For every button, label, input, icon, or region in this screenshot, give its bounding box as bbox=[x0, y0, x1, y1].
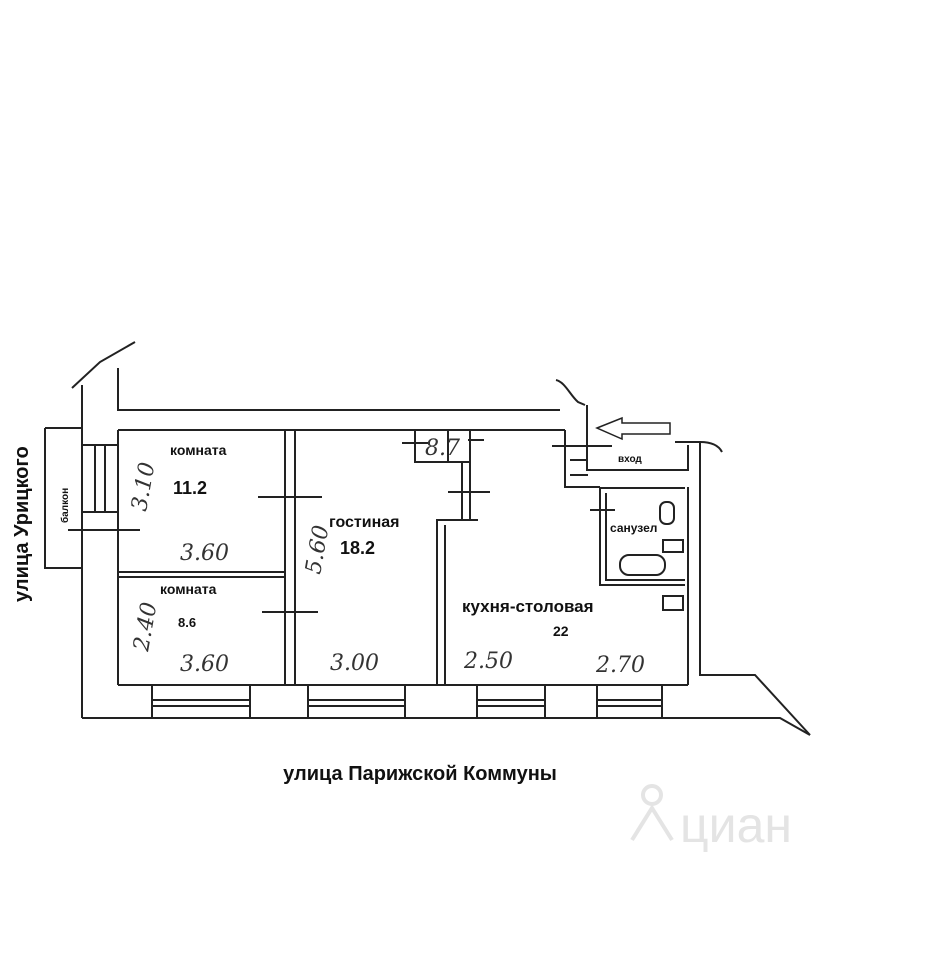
bathroom-label: санузел bbox=[610, 521, 657, 535]
living-room-area: 18.2 bbox=[340, 538, 375, 558]
dim-living-width: 3.00 bbox=[330, 651, 379, 676]
entrance-arrow-icon bbox=[595, 416, 671, 441]
balcony-label: балкон bbox=[59, 488, 71, 523]
dim-room1-length: 3.60 bbox=[180, 541, 229, 566]
room-1-area: 11.2 bbox=[173, 478, 207, 498]
room-1-name: комната bbox=[170, 442, 227, 458]
room-2-area: 8.6 bbox=[178, 615, 196, 630]
dim-room1-width: 3.10 bbox=[127, 460, 160, 513]
entrance-label: вход bbox=[618, 454, 642, 465]
dim-kitchen-b: 2.70 bbox=[595, 653, 645, 678]
room-2-name: комната bbox=[160, 581, 217, 597]
dim-kitchen-a: 2.50 bbox=[463, 649, 513, 674]
kitchen-area: 22 bbox=[553, 623, 569, 639]
dim-room2-width: 2.40 bbox=[129, 600, 162, 654]
kitchen-name: кухня-столовая bbox=[462, 597, 594, 616]
street-bottom-label: улица Парижской Коммуны bbox=[283, 763, 557, 785]
living-room-name: гостиная bbox=[329, 514, 399, 531]
dim-room2-length: 3.60 bbox=[180, 652, 229, 677]
watermark: циан bbox=[630, 784, 792, 853]
dim-living-length: 5.60 bbox=[301, 523, 334, 576]
closet-dim: 8.7 bbox=[425, 436, 460, 461]
street-left-label: улица Урицкого bbox=[11, 446, 33, 602]
walls bbox=[44, 341, 811, 736]
svg-text:циан: циан bbox=[680, 797, 792, 853]
